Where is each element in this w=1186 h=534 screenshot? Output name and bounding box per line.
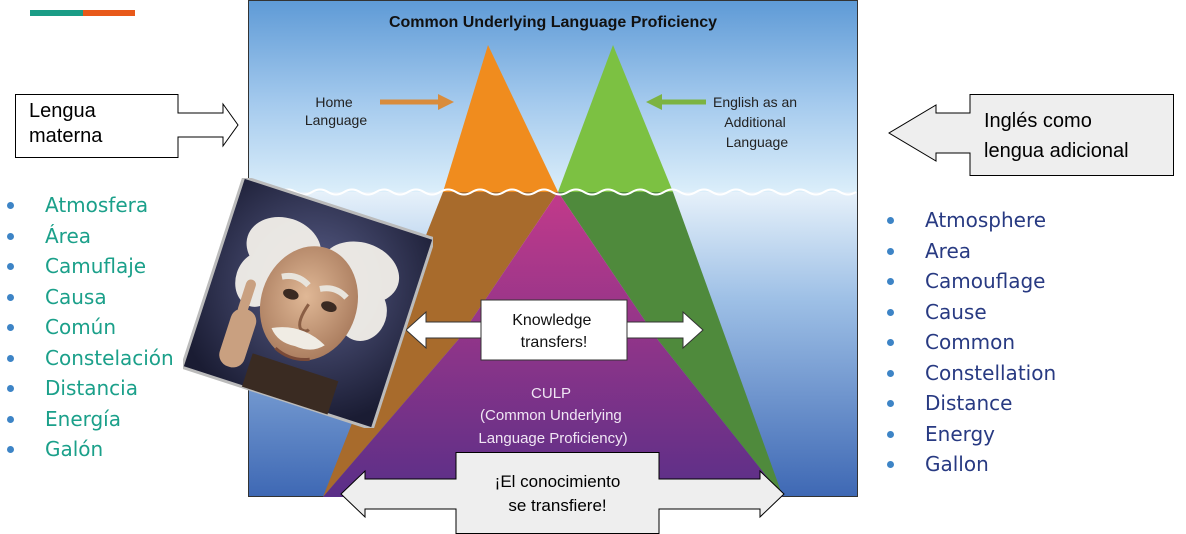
ingles-adicional-callout: Inglés como lengua adicional	[888, 94, 1174, 176]
list-item: Atmosfera	[0, 190, 174, 221]
additional-language-label: English as an Additional Language	[713, 94, 801, 150]
home-language-arrow	[380, 94, 454, 110]
additional-language-underwater	[558, 192, 783, 497]
list-item: Cause	[880, 297, 1056, 328]
list-item: Causa	[0, 282, 174, 313]
list-item: Distancia	[0, 373, 174, 404]
knowledge-transfers-label: Knowledge transfers!	[512, 312, 596, 351]
english-word-list: Atmosphere Area Camouflage Cause Common …	[880, 205, 1056, 480]
home-language-peak	[443, 45, 558, 192]
list-item: Constelación	[0, 343, 174, 374]
list-item: Común	[0, 312, 174, 343]
ingles-adicional-line-2: lengua adicional	[984, 140, 1129, 162]
list-item: Camuflaje	[0, 251, 174, 282]
knowledge-transfers-arrow	[405, 299, 704, 361]
accent-bar-teal	[30, 10, 83, 16]
home-language-underwater	[323, 192, 558, 497]
list-item: Gallon	[880, 449, 1056, 480]
lengua-materna-callout: Lengua materna	[15, 94, 240, 158]
lengua-materna-line-2: materna	[29, 125, 103, 147]
list-item: Distance	[880, 388, 1056, 419]
diagram-title: Common Underlying Language Proficiency	[389, 14, 717, 31]
additional-language-peak	[558, 45, 673, 192]
conocimiento-transfiere-callout: ¡El conocimiento se transfiere!	[340, 452, 786, 534]
sky-background	[248, 0, 858, 192]
lengua-materna-line-1: Lengua	[29, 100, 96, 122]
culp-label: CULP (Common Underlying Language Profici…	[478, 385, 627, 447]
list-item: Constellation	[880, 358, 1056, 389]
spanish-word-list: Atmosfera Área Camuflaje Causa Común Con…	[0, 190, 174, 465]
list-item: Galón	[0, 434, 174, 465]
list-item: Atmosphere	[880, 205, 1056, 236]
waterline	[248, 188, 857, 196]
einstein-portrait-image	[183, 178, 433, 428]
ingles-adicional-line-1: Inglés como	[984, 110, 1092, 132]
list-item: Energy	[880, 419, 1056, 450]
culp-iceberg-diagram: Common Underlying Language Proficiency H…	[248, 0, 858, 497]
list-item: Energía	[0, 404, 174, 435]
conocimiento-line-2: se transfiere!	[508, 496, 607, 515]
additional-language-arrow	[646, 94, 706, 110]
list-item: Área	[0, 221, 174, 252]
list-item: Camouflage	[880, 266, 1056, 297]
conocimiento-line-1: ¡El conocimiento	[494, 472, 621, 491]
list-item: Area	[880, 236, 1056, 267]
list-item: Common	[880, 327, 1056, 358]
home-language-label: Home Language	[305, 94, 368, 128]
accent-bar-orange	[83, 10, 135, 16]
